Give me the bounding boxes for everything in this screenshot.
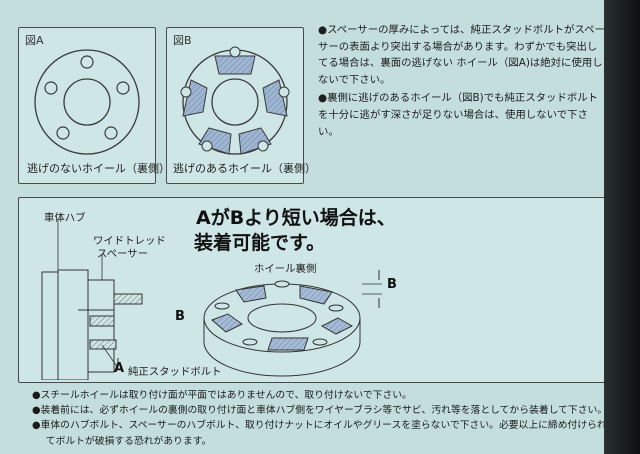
headline-line-1: AがBより短い場合は、	[196, 207, 396, 229]
bottom-note-3: ●車体のハブボルト、スペーサーのハブボルト、取り付けナットにオイルやグリースを塗…	[32, 420, 607, 432]
wheel-back-label: ホイール裏側	[254, 263, 317, 275]
figure-a-tag: 図A	[25, 34, 44, 47]
letter-a: A	[114, 361, 125, 376]
letter-b-left: B	[175, 309, 185, 324]
figure-b-wheel-diagram	[180, 46, 290, 155]
hub-label: 車体ハブ	[44, 212, 86, 224]
figure-a-wheel-diagram	[34, 49, 140, 155]
wheel-back-diagram	[203, 270, 382, 377]
top-note-2: ●裏側に逃げのあるホイール（図B)でも純正スタッドボルトを十分に逃がす深さが足り…	[318, 92, 599, 138]
figure-b-caption: 逃げのあるホイール（裏側）	[173, 162, 316, 175]
figure-a-caption: 逃げのないホイール（裏側）	[27, 162, 170, 175]
top-note-1: ●スペーサーの厚みによっては、純正スタッドボルトがスペーサーの表面より突出する場…	[318, 24, 605, 86]
bottom-note-4: てボルトが破損する恐れがあります。	[36, 435, 212, 447]
hub-section-diagram	[41, 220, 143, 380]
letter-b-right: B	[387, 277, 397, 292]
bottom-note-1: ●スチールホイールは取り付け面が平面ではありませんので、取り付けないで下さい。	[32, 390, 412, 401]
instruction-sheet: 図A 逃げのないホイール（裏側） 図B	[0, 0, 610, 454]
figure-a-frame: 図A 逃げのないホイール（裏側）	[18, 27, 170, 184]
bottom-note-2: ●装着前には、必ずホイールの裏側の取り付け面と車体ハブ側をワイヤーブラシ等でサビ…	[32, 405, 608, 417]
spacer-label-2: スペーサー	[97, 248, 149, 260]
figure-b-frame: 図B 逃げのあるホイール（裏側）	[166, 27, 316, 184]
stud-label: 純正スタッドボルト	[128, 366, 222, 378]
bottom-notes: ●スチールホイールは取り付け面が平面ではありませんので、取り付けないで下さい。 …	[32, 388, 608, 449]
top-notes: ●スペーサーの厚みによっては、純正スタッドボルトがスペーサーの表面より突出する場…	[318, 22, 606, 140]
spacer-label-1: ワイドトレッド	[93, 235, 166, 247]
figure-b-tag: 図B	[173, 34, 192, 47]
page-edge-shadow	[604, 0, 640, 454]
headline-line-2: 装着可能です。	[194, 232, 326, 254]
headline: AがBより短い場合は、 装着可能です。	[194, 206, 396, 256]
